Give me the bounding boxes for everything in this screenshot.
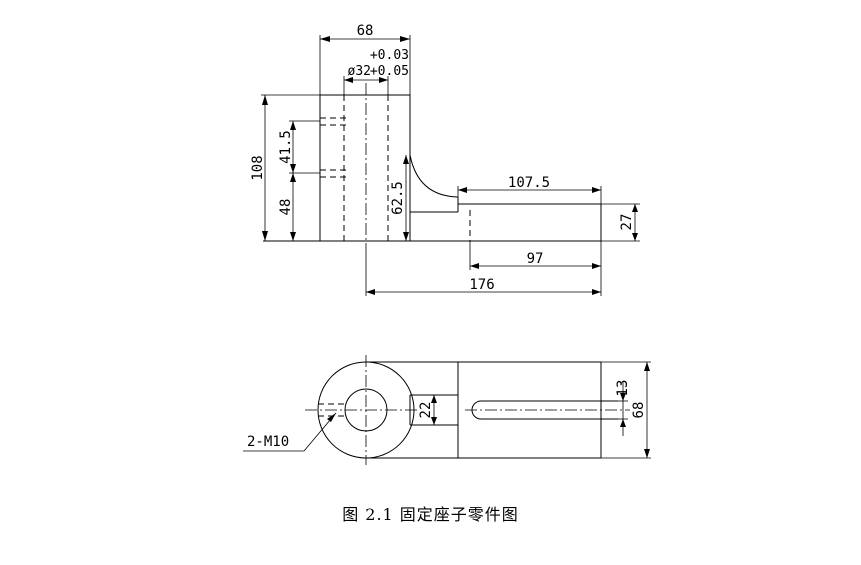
dim-107-5: 107.5: [508, 175, 550, 191]
arrow: [403, 232, 409, 241]
dim-48: 48: [278, 199, 294, 216]
arrow: [620, 419, 626, 427]
dim-176: 176: [469, 277, 494, 293]
top-view: 2-M10 22 13 68: [243, 355, 651, 465]
arrow: [644, 449, 650, 458]
arrow: [400, 36, 410, 42]
thread-note: 2-M10: [247, 434, 289, 450]
arrow: [644, 362, 650, 371]
arrow: [290, 121, 296, 130]
dim-22: 22: [418, 402, 434, 419]
dim-68-side: 68: [631, 402, 647, 419]
arrow: [344, 77, 353, 83]
arrow: [458, 187, 467, 193]
arrow: [262, 231, 268, 241]
figure-caption: 图 2.1 固定座子零件图: [342, 505, 519, 524]
dim-68-top: 68: [357, 23, 374, 39]
arrow: [592, 289, 601, 295]
front-block-outline: [319, 94, 411, 242]
dim-diameter: ø32: [348, 64, 371, 79]
dim-upper-tolerance: +0.03: [370, 48, 409, 63]
arrow: [632, 204, 638, 212]
arrow: [262, 95, 268, 105]
arrow: [366, 289, 375, 295]
rib-curve: [409, 154, 459, 198]
arrow: [290, 232, 296, 241]
arrow: [320, 36, 330, 42]
arrow: [620, 393, 626, 401]
arrow: [470, 263, 479, 269]
arrow: [327, 413, 336, 422]
dim-97: 97: [527, 251, 544, 267]
dim-27: 27: [619, 214, 635, 231]
front-view: 68 +0.03 ø32 +0.05 108 41.5 48 62.5: [250, 23, 640, 296]
dim-13: 13: [615, 380, 631, 397]
dim-62-5: 62.5: [390, 181, 406, 215]
arrow: [290, 164, 296, 173]
arrow: [290, 173, 296, 182]
arrow: [592, 187, 601, 193]
arrow: [431, 395, 437, 403]
dim-108: 108: [250, 155, 266, 180]
arrow: [592, 263, 601, 269]
arrow: [632, 233, 638, 241]
dim-41-5: 41.5: [278, 130, 294, 164]
arrow: [403, 155, 409, 164]
arrow: [431, 417, 437, 425]
arrow: [379, 77, 388, 83]
dim-lower-tolerance: +0.05: [370, 64, 409, 79]
